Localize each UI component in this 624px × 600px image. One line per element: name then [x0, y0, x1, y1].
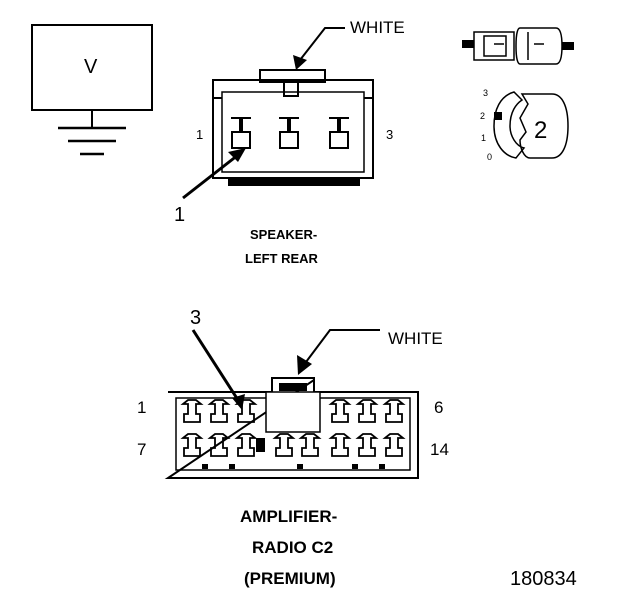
amplifier-pin-bottom-right: 14: [430, 440, 449, 459]
lock-tab: [202, 464, 208, 469]
probe-number: 2: [534, 117, 548, 144]
amplifier-pin-bottom-left: 7: [137, 440, 147, 459]
amplifier-connector: [164, 329, 419, 479]
speaker-pin-first: 1: [196, 127, 204, 142]
lock-tab: [352, 464, 358, 469]
amplifier-terminal: [234, 399, 258, 423]
voltmeter-label: V: [84, 56, 98, 78]
lock-tab: [229, 464, 235, 469]
amplifier-callout-number: 3: [190, 307, 202, 329]
amplifier-terminal: [180, 433, 204, 457]
amplifier-caption-line2: RADIO C2: [252, 538, 334, 557]
amplifier-terminal: [207, 399, 231, 423]
amplifier-terminal: [207, 433, 231, 457]
figure-number: 180834: [510, 568, 577, 590]
amplifier-terminal: [355, 433, 379, 457]
dial-value-2: 2: [480, 111, 486, 121]
dial-value-1: 1: [481, 133, 487, 143]
amplifier-terminal: [328, 399, 352, 423]
amplifier-terminal: [272, 433, 296, 457]
amplifier-pin-top-left: 1: [137, 398, 147, 417]
amplifier-caption-line1: AMPLIFIER-: [240, 507, 338, 526]
dial-value-3: 3: [483, 88, 489, 98]
amplifier-color-label: WHITE: [388, 329, 443, 348]
amplifier-terminals: [180, 399, 406, 469]
speaker-terminal: [279, 117, 299, 149]
amplifier-terminal: [355, 399, 379, 423]
speaker-caption-line2: LEFT REAR: [245, 251, 318, 266]
amplifier-terminal: [180, 399, 204, 423]
speaker-callout-number: 1: [174, 204, 186, 226]
voltmeter: [31, 24, 153, 156]
lock-tab: [297, 464, 303, 469]
amplifier-caption-line3: (PREMIUM): [244, 569, 336, 588]
probe-icon: [462, 27, 574, 159]
speaker-pin-last: 3: [386, 127, 394, 142]
amplifier-terminal: [382, 433, 406, 457]
speaker-terminal: [329, 117, 349, 149]
amplifier-terminal: [328, 433, 352, 457]
amplifier-terminal: [382, 399, 406, 423]
speaker-connector: [182, 27, 374, 200]
lock-tab: [379, 464, 385, 469]
amplifier-terminal: [298, 433, 322, 457]
amplifier-terminal: [234, 433, 258, 457]
dial-value-0: 0: [487, 152, 493, 162]
amplifier-pin-top-right: 6: [434, 398, 444, 417]
speaker-color-label: WHITE: [350, 18, 405, 37]
speaker-caption-line1: SPEAKER-: [250, 227, 318, 242]
speaker-terminal: [231, 117, 251, 149]
